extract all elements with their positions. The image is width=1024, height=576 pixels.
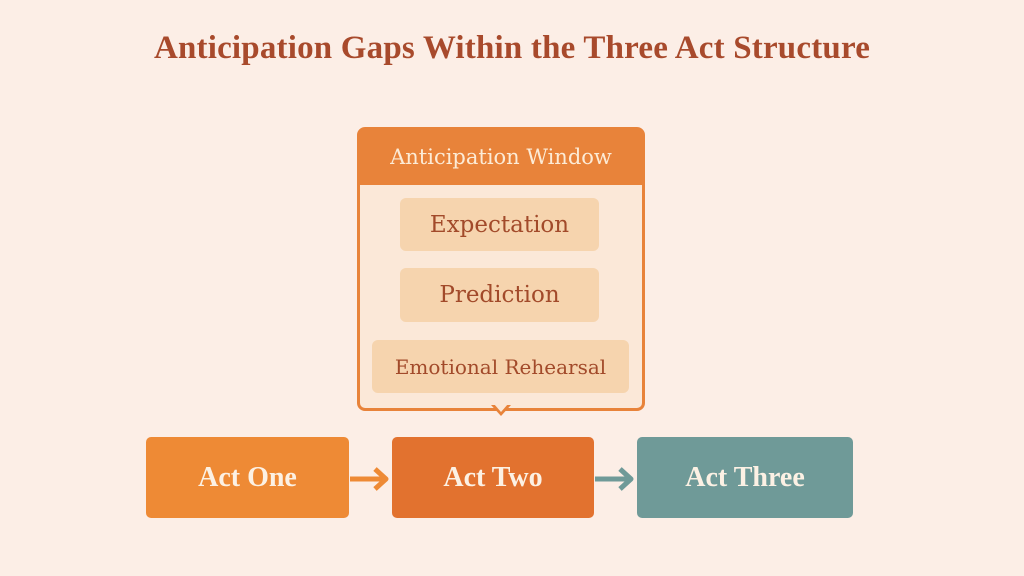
act-two-box: Act Two [392,437,594,518]
item-prediction: Prediction [400,268,599,322]
arrow-right-icon [350,467,389,491]
diagram-title: Anticipation Gaps Within the Three Act S… [153,30,871,66]
anticipation-window-header: Anticipation Window [359,129,643,185]
window-pointer-inner [494,404,508,412]
act-one-box: Act One [146,437,349,518]
act-three-box: Act Three [637,437,853,518]
item-emotional-rehearsal: Emotional Rehearsal [372,340,629,393]
arrow-right-icon [595,467,634,491]
item-expectation: Expectation [400,198,599,251]
